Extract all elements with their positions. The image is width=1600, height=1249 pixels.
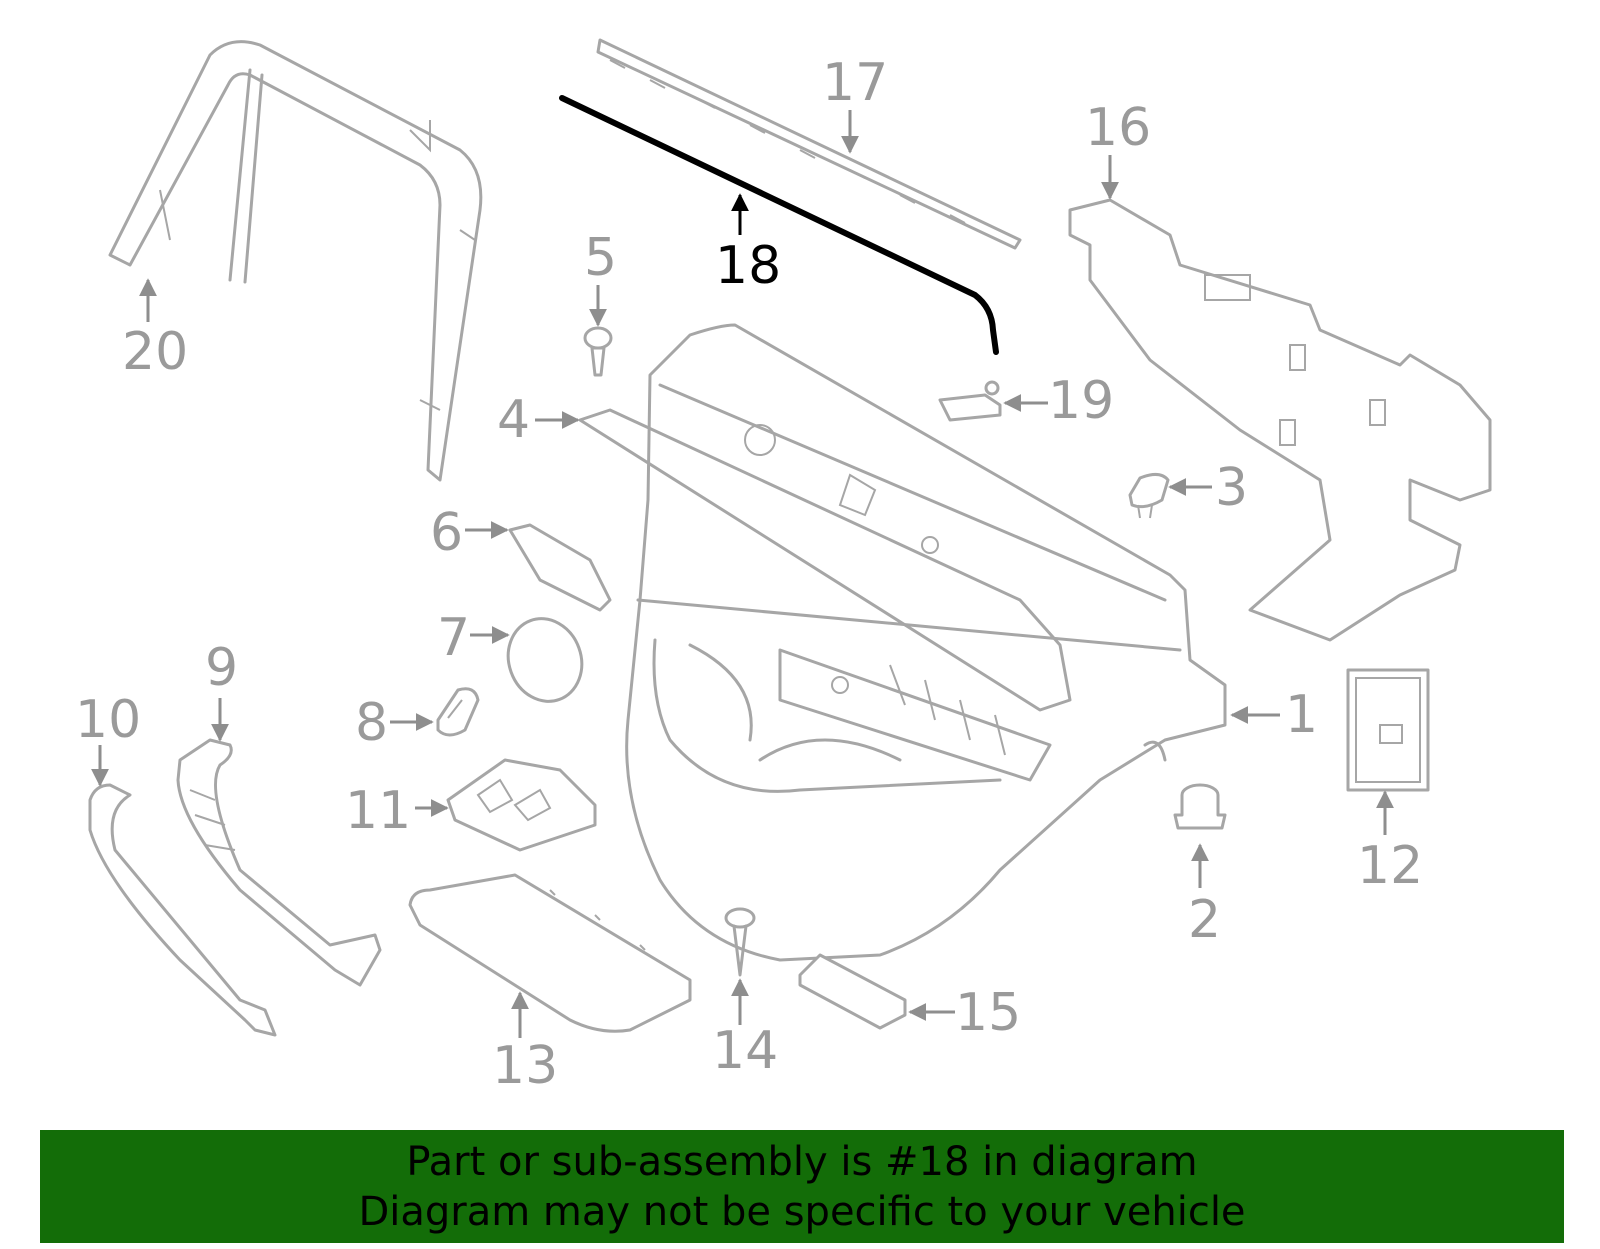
callout-8: 8 xyxy=(355,693,388,753)
parts-diagram: 1 2 3 4 5 6 7 8 9 10 11 12 13 14 15 16 1… xyxy=(75,38,1492,1096)
callout-11: 11 xyxy=(345,781,411,841)
callout-1: 1 xyxy=(1285,685,1318,745)
callout-6: 6 xyxy=(430,503,463,563)
part-2-push-clip xyxy=(1173,783,1227,830)
callout-4: 4 xyxy=(497,390,530,450)
callout-10: 10 xyxy=(75,690,141,750)
leader-lines xyxy=(91,110,1394,1038)
callout-15: 15 xyxy=(955,983,1021,1043)
part-15-light-module xyxy=(798,953,907,1030)
part-11-switch-assembly xyxy=(446,758,597,852)
part-1-door-trim-panel xyxy=(578,323,1227,962)
part-16-insulation-panel xyxy=(1068,198,1492,642)
part-7-speaker-ring xyxy=(506,617,584,703)
callout-5: 5 xyxy=(584,228,617,288)
callout-18-highlighted: 18 xyxy=(715,236,781,296)
callout-13: 13 xyxy=(492,1036,558,1096)
part-12-window-switch xyxy=(1346,668,1430,792)
callout-20: 20 xyxy=(122,322,188,382)
callout-14: 14 xyxy=(712,1021,778,1081)
callout-12: 12 xyxy=(1357,836,1423,896)
part-9-armrest-carrier xyxy=(176,738,382,987)
info-banner: Part or sub-assembly is #18 in diagram D… xyxy=(40,1130,1564,1243)
callout-16: 16 xyxy=(1085,98,1151,158)
banner-line-disclaimer: Diagram may not be specific to your vehi… xyxy=(358,1188,1246,1235)
callout-3: 3 xyxy=(1215,458,1248,518)
callout-7: 7 xyxy=(437,608,470,668)
callout-19: 19 xyxy=(1048,371,1114,431)
callout-17: 17 xyxy=(822,53,888,113)
banner-line-part-number: Part or sub-assembly is #18 in diagram xyxy=(406,1138,1198,1185)
callout-9: 9 xyxy=(205,638,238,698)
callout-2: 2 xyxy=(1188,890,1221,950)
part-13-armrest-pad xyxy=(408,873,692,1033)
part-6-speaker-bracket xyxy=(508,523,612,612)
part-10-armrest-cover xyxy=(88,783,277,1037)
part-14-pin-clip xyxy=(724,907,756,977)
part-17-belt-moulding xyxy=(596,38,1022,250)
part-18-seal-highlighted xyxy=(559,95,999,355)
part-3-grommet xyxy=(1128,473,1170,519)
part-19-clip xyxy=(938,380,1002,422)
part-20-window-frame xyxy=(108,40,483,482)
part-8-switch-bezel xyxy=(436,687,480,737)
part-5-screw xyxy=(583,326,613,377)
